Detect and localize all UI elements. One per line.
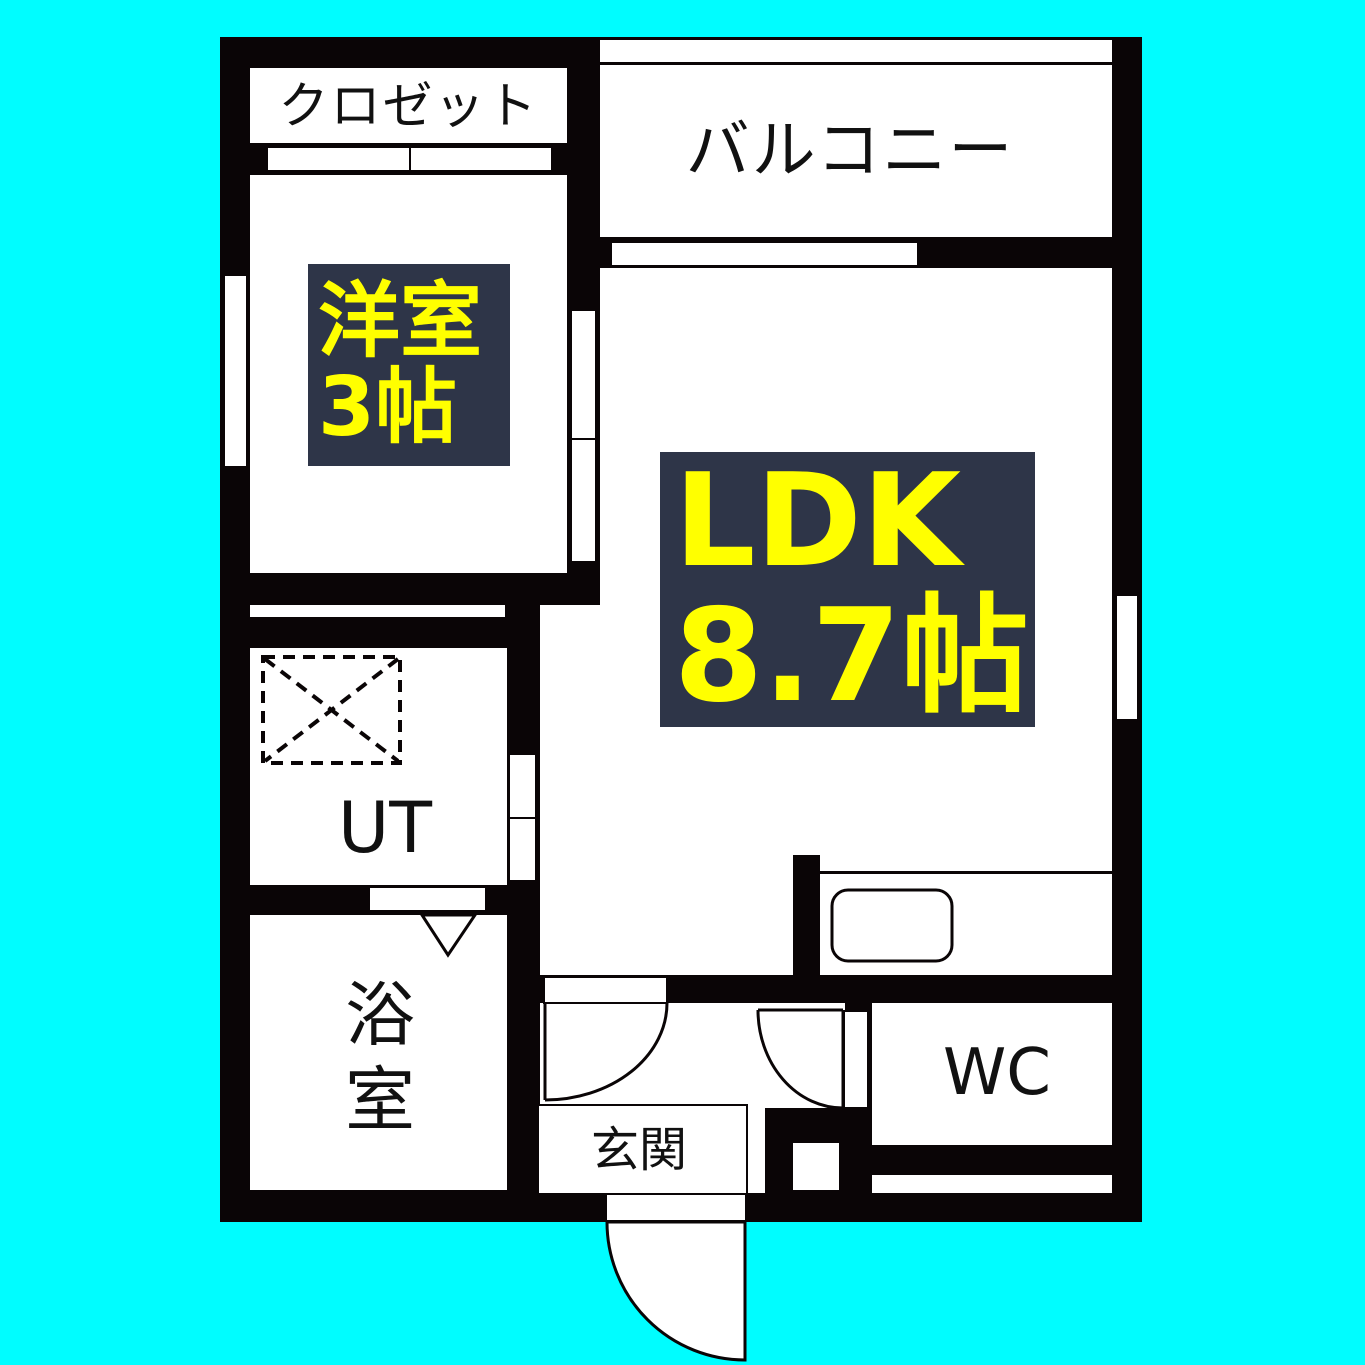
balcony-label: バルコニー (685, 114, 1015, 188)
entrance-door-frame (605, 1193, 747, 1222)
toilet-bottom-strip (872, 1175, 1112, 1193)
wc-door-frame (843, 1010, 869, 1109)
ldk-right-window (1115, 594, 1139, 721)
hallway (540, 1003, 845, 1108)
ldk-name: LDK (674, 447, 961, 597)
western-room-name: 洋室 (318, 273, 483, 369)
balcony-rail (600, 40, 1112, 62)
toilet-room: WC (872, 1003, 1112, 1145)
bath-label-top: 浴 (345, 974, 415, 1056)
closet-sliding-door-left (266, 146, 411, 172)
western-room-size: 3帖 (318, 360, 458, 455)
entrance-door-swing-icon (605, 1220, 747, 1362)
pipe-space (793, 1143, 839, 1190)
closet-label: クロゼット (278, 76, 539, 135)
utility-label: UT (338, 787, 432, 869)
bath-door (368, 886, 487, 912)
closet-room: クロゼット (250, 68, 567, 143)
utility-sliding-door-upper (508, 753, 537, 819)
entrance: 玄関 (537, 1104, 748, 1195)
balcony-window (610, 241, 919, 267)
kitchen-partition-wall (793, 855, 820, 975)
western-room-badge: 洋室 3帖 (308, 264, 510, 466)
balcony: バルコニー (600, 65, 1112, 237)
hallway-side (745, 1105, 765, 1193)
western-room-sliding-door-lower (570, 438, 597, 563)
utility-sliding-door-lower (508, 817, 537, 882)
ldk-size: 8.7帖 (674, 581, 1029, 731)
storage-strip (248, 603, 507, 619)
toilet-label: WC (943, 1036, 1051, 1110)
bath-room: 浴 室 (250, 915, 507, 1190)
ldk-badge: LDK 8.7帖 (660, 452, 1035, 727)
ldk-door-frame (543, 976, 668, 1004)
bath-label-bottom: 室 (345, 1059, 415, 1141)
entrance-label: 玄関 (590, 1122, 687, 1178)
western-room-left-window (223, 274, 248, 468)
kitchen-counter-edge (820, 871, 1112, 874)
utility-room: UT (250, 648, 507, 885)
closet-sliding-door-right (409, 146, 553, 172)
western-room-sliding-door-upper (570, 309, 597, 440)
